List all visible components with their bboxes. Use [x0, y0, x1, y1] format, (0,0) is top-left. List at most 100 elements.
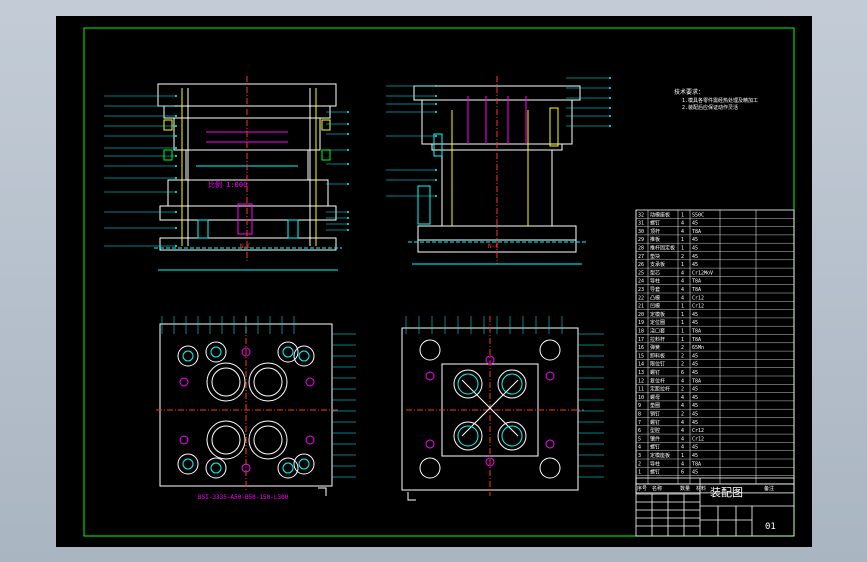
leader-dot	[175, 191, 177, 193]
screw-hole	[305, 435, 315, 445]
bom-cell-qty: 2	[681, 362, 684, 368]
view-label-front: N-C	[240, 243, 251, 250]
bom-header-cell: 材料	[696, 485, 706, 492]
bom-cell-index: 32	[638, 212, 644, 218]
bom-cell-qty: 2	[681, 254, 684, 260]
screw-hole	[179, 377, 189, 387]
bom-header-cell: 备注	[764, 485, 774, 492]
screw-hole	[241, 463, 251, 473]
bom-cell-material: 45	[692, 370, 698, 376]
view-label-side: N-C	[488, 243, 499, 250]
bom-cell-index: 6	[638, 428, 641, 434]
bom-cell-qty: 1	[681, 337, 684, 343]
leader-dot	[175, 177, 177, 179]
view-label: 比例 1:000	[208, 180, 247, 189]
bom-cell-qty: 4	[681, 395, 684, 401]
plan-right-features	[419, 339, 561, 479]
bom-cell-qty: 1	[681, 237, 684, 243]
screw-hole	[425, 439, 435, 449]
bom-cell-index: 2	[638, 461, 641, 467]
guide-bore	[177, 453, 199, 475]
bom-cell-material: Cr12	[692, 295, 704, 301]
screw-hole	[485, 457, 495, 467]
guide-bore	[277, 457, 299, 479]
bom-cell-index: 1	[638, 470, 641, 476]
bom-cell-material: 45	[692, 254, 698, 260]
bom-cell-name: 拉料杆	[650, 336, 665, 343]
bom-cell-name: 垫块	[650, 253, 660, 260]
bom-cell-material: 45	[692, 262, 698, 268]
bom-cell-index: 17	[638, 337, 644, 343]
leader-dot	[347, 123, 349, 125]
bom-cell-qty: 2	[681, 412, 684, 418]
bom-cell-name: 销钉	[650, 411, 660, 418]
bom-cell-index: 15	[638, 353, 644, 359]
bom-cell-index: 26	[638, 262, 644, 268]
screw-hole	[545, 439, 555, 449]
leader-dot	[435, 169, 437, 171]
bom-cell-qty: 1	[681, 304, 684, 310]
front-view-leaders	[104, 95, 349, 247]
side-view-leaders	[386, 77, 611, 197]
bom-cell-material: 45	[692, 353, 698, 359]
bom-cell-material: 45	[692, 320, 698, 326]
cavity-circle	[497, 421, 527, 451]
bom-cell-qty: 1	[681, 329, 684, 335]
bom-cell-index: 24	[638, 279, 644, 285]
leader-dot	[175, 227, 177, 229]
leader-dot	[435, 103, 437, 105]
guide-bore	[419, 457, 441, 479]
bom-cell-qty: 4	[681, 420, 684, 426]
bom-header-cell: 序号	[637, 485, 647, 492]
leader-dot	[347, 211, 349, 213]
bom-cell-index: 30	[638, 229, 644, 235]
leader-dot	[175, 125, 177, 127]
bom-cell-name: 螺钉	[650, 419, 660, 426]
bom-cell-index: 12	[638, 378, 644, 384]
bom-cell-index: 16	[638, 345, 644, 351]
leader-dot	[609, 115, 611, 117]
bom-cell-material: 45	[692, 403, 698, 409]
bom-cell-material: 45	[692, 387, 698, 393]
cavity-inner-circle	[211, 425, 241, 455]
bom-cell-name: 镶件	[650, 435, 660, 442]
leader-dot	[175, 95, 177, 97]
bom-cell-index: 25	[638, 270, 644, 276]
cavity-circle	[497, 369, 527, 399]
bom-cell-qty: 4	[681, 403, 684, 409]
leader-dot	[435, 135, 437, 137]
leader-dot	[347, 183, 349, 185]
bom-cell-material: 65Mn	[692, 345, 704, 351]
bom-cell-qty: 1	[681, 262, 684, 268]
guide-bore	[277, 341, 299, 363]
leader-dot	[435, 179, 437, 181]
leader-dot	[347, 163, 349, 165]
bom-cell-qty: 4	[681, 279, 684, 285]
bom-cell-name: 顶杆	[650, 228, 660, 235]
leader-dot	[609, 107, 611, 109]
guide-bore	[293, 345, 315, 367]
leader-dot	[347, 217, 349, 219]
guide-pin	[210, 346, 222, 358]
bom-cell-index: 20	[638, 312, 644, 318]
leader-dot	[435, 195, 437, 197]
cavity-inner-circle	[457, 373, 479, 395]
cavity-circle	[248, 362, 288, 402]
guide-pin	[182, 350, 194, 362]
bom-cell-qty: 6	[681, 370, 684, 376]
bom-cell-name: 导套	[650, 286, 660, 293]
section-arrow	[318, 487, 327, 496]
bom-cell-name: 螺钉	[650, 444, 660, 451]
bom-cell-qty: 4	[681, 221, 684, 227]
bom-cell-name: 定位圈	[650, 319, 665, 326]
bom-cell-index: 21	[638, 304, 644, 310]
bom-cell-index: 18	[638, 329, 644, 335]
leader-dot	[175, 147, 177, 149]
bom-cell-index: 7	[638, 420, 641, 426]
cavity-inner-circle	[253, 367, 283, 397]
guide-pin	[282, 346, 294, 358]
guide-bore	[293, 453, 315, 475]
bom-cell-name: 弹簧	[650, 344, 660, 351]
cavity-circle	[453, 369, 483, 399]
